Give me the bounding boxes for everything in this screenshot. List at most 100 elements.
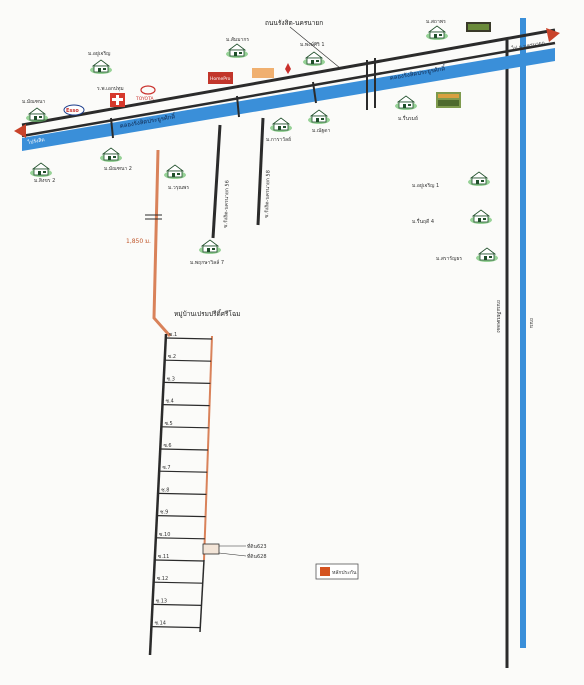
esso-icon: Esso [63, 104, 85, 116]
svg-text:Esso: Esso [66, 108, 79, 114]
soi-label: ซ.7 [162, 465, 170, 471]
main-canal [22, 48, 555, 151]
house-icon [475, 247, 499, 263]
toyota-icon: TOYOTA [135, 85, 156, 102]
project-right-road [203, 335, 213, 561]
soi-line [164, 359, 212, 362]
soi-label: ซ.9 [160, 510, 168, 516]
village-markers: ม.มัณฑนา ม.อยู่เจริญม.สิงขร 2 ม.มัณฑนา 2 ม.… [22, 19, 499, 266]
soi-56-label: ซ.รังสิต-นครนายก 56 [222, 180, 231, 228]
right-canal-label: ถนน [528, 318, 534, 328]
soi-line [157, 515, 206, 518]
house-icon [89, 59, 113, 75]
sign-icon-right [436, 92, 461, 108]
house-icon [467, 171, 491, 187]
soi-label: ซ.10 [159, 532, 170, 538]
hospital-label: ร.พ.เอกปทุม [97, 86, 124, 92]
house-icon [425, 25, 449, 41]
soi-line [152, 603, 202, 606]
village-label: ม.พฤกษาวิลล์ 7 [190, 259, 224, 266]
house-icon [302, 51, 326, 67]
project-right-road-lower [199, 559, 205, 633]
soi-label: ซ.8 [161, 487, 169, 493]
soi-58-label: ซ.รังสิต-นครนายก 58 [263, 170, 272, 218]
sign-icon-top-right [466, 22, 491, 32]
house-icon [225, 43, 249, 59]
village-label: ม.รื่นฤดี 4 [412, 218, 434, 225]
soi-56-line [211, 124, 222, 239]
soi-line [159, 470, 208, 473]
bridge-1 [110, 117, 114, 139]
bridge-3 [312, 81, 317, 104]
soi-label: ซ.5 [165, 421, 173, 427]
svg-text:HomePro: HomePro [210, 76, 231, 82]
right-arrow-icon [546, 28, 560, 42]
village-label: ม.ณัฐดา [312, 128, 331, 134]
house-icon [269, 117, 293, 133]
plot-marker [202, 543, 220, 555]
legend: หลักประกัน [315, 563, 359, 580]
village-label: ม.การาวัลย์ [266, 136, 291, 143]
soi-label: ซ.12 [157, 576, 168, 582]
soi-label: ซ.14 [155, 621, 166, 627]
soi-line [161, 426, 209, 429]
distance-label: 1,850 ม. [126, 238, 151, 245]
house-icon [198, 239, 222, 255]
soi-line [163, 381, 211, 384]
soi-label: ซ.13 [156, 598, 167, 604]
soi-line [160, 448, 208, 451]
soi-line [154, 559, 205, 562]
soi-line [153, 581, 203, 584]
village-label: ม.อยู่เจริญ 1 [412, 182, 439, 189]
plot-leader-b [218, 552, 247, 557]
right-road-label: ถนนเลียบคลอง [495, 300, 502, 333]
route-line [152, 149, 172, 337]
main-road-label: ถนนรังสิต-นครนายก [265, 19, 323, 27]
soi-line [162, 404, 210, 407]
left-arrow-icon [14, 124, 26, 138]
village-label: ม.สิงขร 2 [34, 177, 55, 184]
house-icon [307, 109, 331, 125]
house-icon [29, 162, 53, 178]
village-label: ม.สรารัญธร [436, 256, 462, 262]
project-soi-labels: ซ.1ซ.2ซ.3ซ.4ซ.5ซ.6ซ.7ซ.8ซ.9ซ.10ซ.11ซ.12ซ… [155, 332, 178, 627]
village-label: ม.อยู่เจริญ [88, 50, 110, 57]
village-label: ม.มัณฑนา 2 [104, 166, 132, 172]
supermarket-icon [252, 68, 274, 78]
svg-text:TOYOTA: TOYOTA [135, 96, 154, 102]
soi-label: ซ.2 [168, 354, 176, 360]
soi-58-line [256, 117, 265, 226]
soi-label: ซ.4 [166, 399, 174, 405]
main-road-top [21, 28, 556, 127]
plot-label-a: ที่ดิน623 [247, 543, 267, 550]
soi-label: ซ.6 [163, 443, 171, 449]
main-road-leader [289, 26, 341, 69]
soi-line [156, 537, 205, 540]
village-label: ม.สัมมากร [226, 37, 249, 43]
village-label: ม.วรุณพร [168, 185, 189, 191]
project-left-road [148, 333, 168, 656]
project-title: หมู่บ้านเปรมปรีดิ์ศรีโฉม [174, 309, 241, 318]
house-icon [469, 209, 493, 225]
soi-label: ซ.3 [167, 376, 175, 382]
plot-label-b: ที่ดิน628 [247, 553, 267, 560]
legend-swatch [320, 567, 330, 576]
right-end-label: ไป จ.นครนายก [510, 39, 545, 52]
bridge-2 [236, 95, 240, 118]
village-label: ม.สถาพร [426, 19, 446, 25]
hospital-icon [110, 93, 125, 107]
village-label: ม.รื่นรมย์ [398, 115, 418, 122]
house-icon [163, 164, 187, 180]
legend-label: หลักประกัน [332, 570, 357, 576]
left-end-label: ไปรังสิต [26, 136, 45, 146]
homepro-icon: HomePro [208, 72, 233, 84]
soi-line [158, 492, 207, 495]
soi-line [151, 626, 201, 629]
soi-line [165, 337, 212, 340]
mitsubishi-icon [285, 63, 291, 74]
project-soi-lines [151, 337, 212, 629]
village-label: ม.พงษ์ศิริ 1 [300, 41, 325, 48]
house-icon [25, 107, 49, 123]
village-label: ม.มัณฑนา [22, 99, 45, 105]
